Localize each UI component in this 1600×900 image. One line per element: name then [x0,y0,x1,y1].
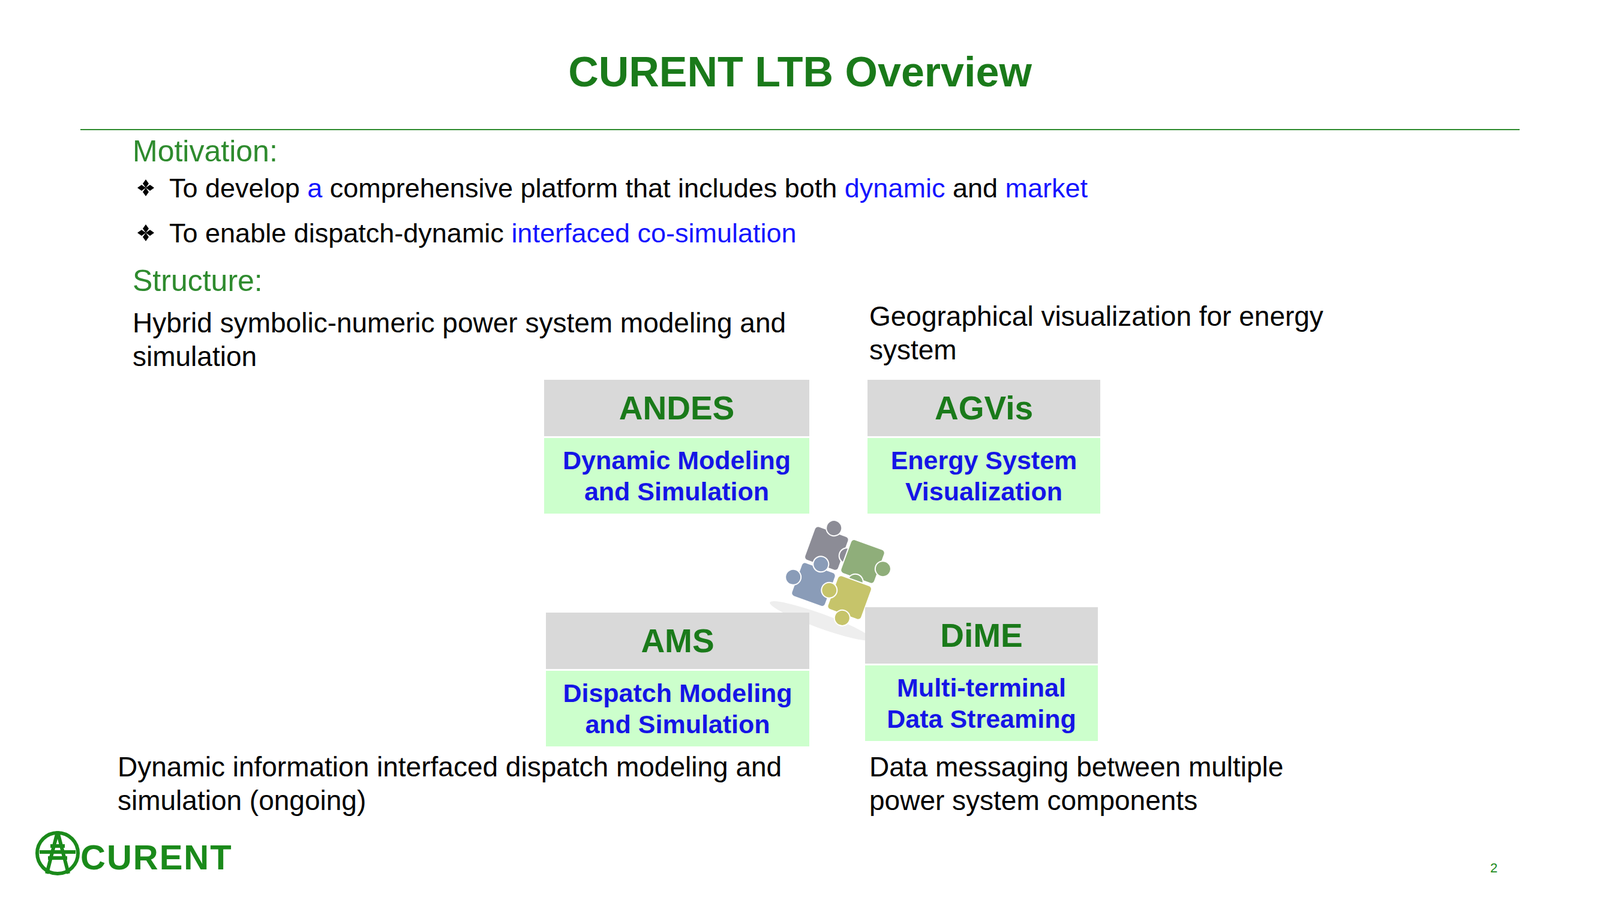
component-function-text: Dynamic Modeling and Simulation [551,444,803,508]
section-heading: Structure: [132,262,673,300]
component-name-text: ANDES [619,388,735,428]
page-title: CURENT LTB Overview [0,47,1600,96]
title-rule [80,128,1520,131]
component-function-text: Multi-terminal Data Streaming [872,671,1091,735]
component-function-text: Dispatch Modeling and Simulation [553,677,803,741]
component-description: Data messaging between multiple power sy… [869,749,1350,818]
component-name-text: AGVis [934,388,1034,428]
component-name-text: AMS [640,621,714,660]
logo-icon [37,831,78,874]
bullet-symbol [137,224,155,242]
logo-text: CURENT [80,836,279,879]
component-description: Dynamic information interfaced dispatch … [117,749,814,818]
component-box: DiME Multi-terminal Data Streaming [865,607,1098,741]
component-name: ANDES [544,379,810,437]
component-function: Dispatch Modeling and Simulation [545,668,810,747]
bullet-text: To enable dispatch-dynamic interfaced co… [169,217,1490,251]
component-box: ANDES Dynamic Modeling and Simulation [544,379,810,514]
component-name: DiME [865,607,1098,664]
component-box: AMS Dispatch Modeling and Simulation [545,612,810,747]
component-name: AMS [545,612,810,669]
bullet-text: To develop a comprehensive platform that… [169,172,1490,206]
bullet-symbol [137,179,155,197]
component-box: AGVisEnergy System Visualization [867,379,1101,514]
component-function: Multi-terminal Data Streaming [865,663,1098,741]
page-number: 2 [1490,860,1515,877]
component-description: Geographical visualization for energy sy… [869,299,1386,367]
component-function-text: Energy System Visualization [874,444,1094,508]
component-function: Dynamic Modeling and Simulation [544,436,810,514]
section-heading: Motivation: [132,133,673,170]
component-name: AGVis [867,379,1101,437]
component-name-text: DiME [940,616,1023,655]
component-description: Hybrid symbolic-numeric power system mod… [132,305,829,374]
component-function: Energy System Visualization [867,436,1101,514]
